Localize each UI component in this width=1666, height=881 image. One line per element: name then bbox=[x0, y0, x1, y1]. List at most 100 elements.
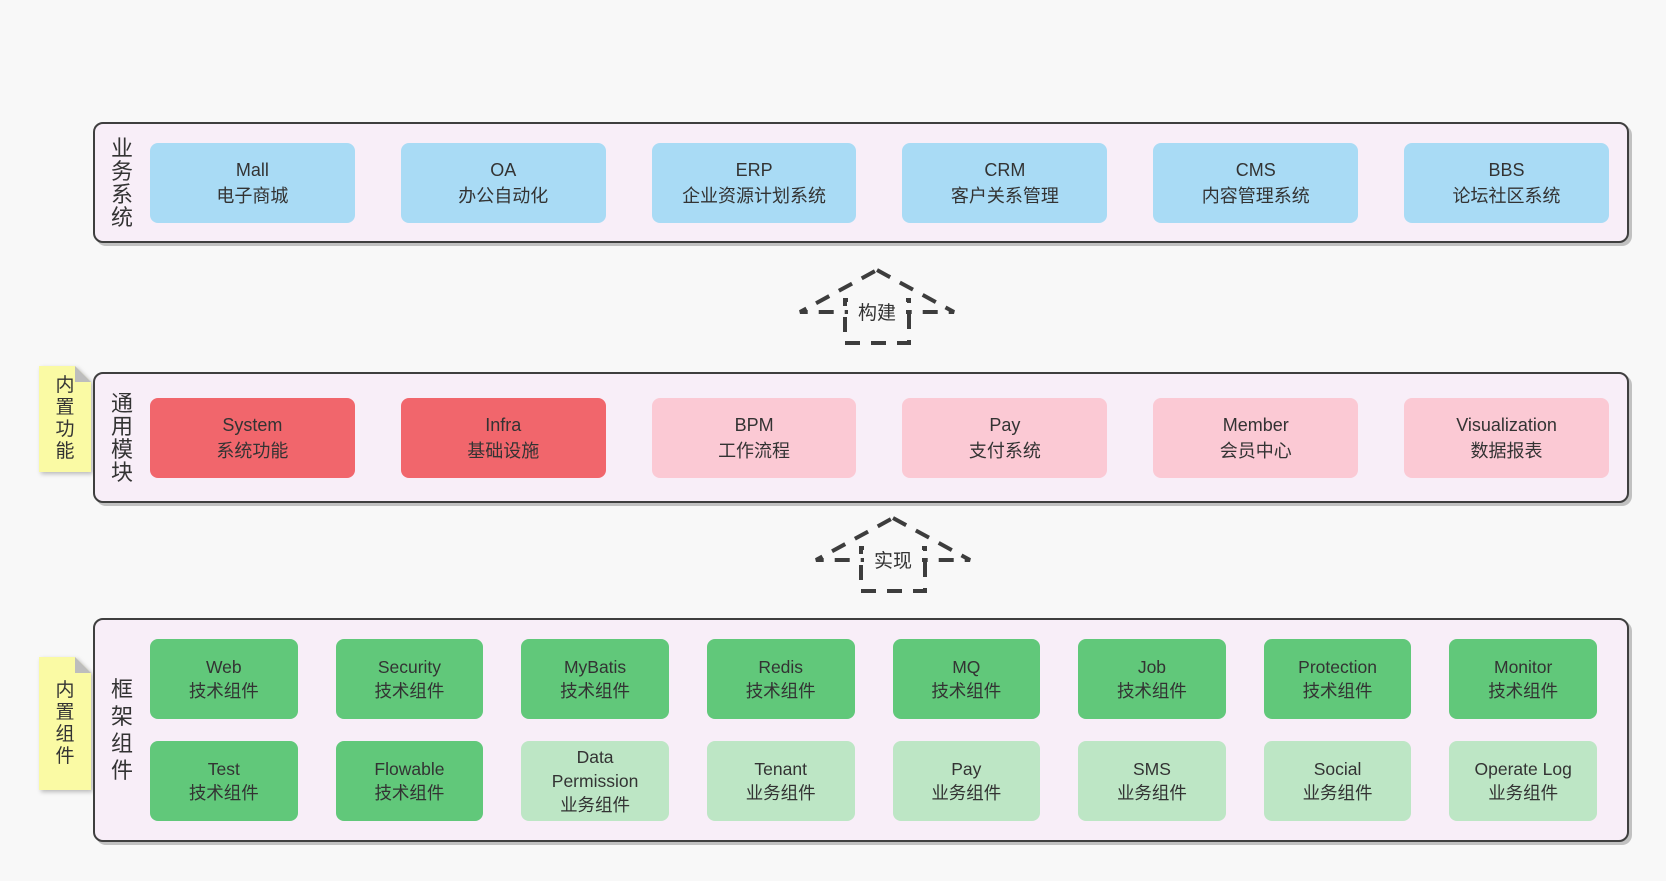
sticky-paper bbox=[39, 366, 91, 472]
panel-framework-components: 框架组件 Web 技术组件 Security 技术组件 MyBatis 技术组件… bbox=[93, 618, 1629, 842]
box-desc: 业务组件 bbox=[745, 783, 816, 803]
box-desc: 企业资源计划系统 bbox=[682, 185, 827, 206]
box-name: Test bbox=[207, 759, 240, 779]
box-social: Social 业务组件 bbox=[1263, 741, 1412, 821]
box-desc: 客户关系管理 bbox=[950, 185, 1059, 206]
box-desc: 业务组件 bbox=[1302, 783, 1373, 803]
build-arrow-up-icon: 构建 bbox=[799, 267, 955, 345]
sticky-paper bbox=[39, 657, 91, 790]
box-protection: Protection 技术组件 bbox=[1263, 639, 1412, 719]
box-desc: 技术组件 bbox=[1116, 681, 1187, 701]
box-desc: 电子商城 bbox=[216, 185, 289, 206]
box-name: Security bbox=[377, 657, 442, 677]
box-member: Member 会员中心 bbox=[1153, 397, 1359, 478]
panel-business-systems: 业务系统 Mall 电子商城 OA 办公自动化 ERP 企业资源计划系统 CRM… bbox=[93, 122, 1629, 243]
box-test: Test 技术组件 bbox=[150, 741, 298, 821]
box-infra: Infra 基础设施 bbox=[400, 397, 606, 478]
box-name: Social bbox=[1313, 759, 1362, 779]
box-desc: 基础设施 bbox=[467, 440, 540, 461]
box-monitor: Monitor 技术组件 bbox=[1449, 639, 1597, 719]
box-name: Pay bbox=[989, 414, 1021, 435]
box-pay-module: Pay 支付系统 bbox=[902, 397, 1108, 478]
build-arrow-label: 构建 bbox=[858, 302, 896, 324]
box-desc: 技术组件 bbox=[745, 681, 816, 701]
box-desc: 内容管理系统 bbox=[1201, 185, 1310, 206]
box-name: Data Permission bbox=[551, 747, 639, 791]
box-name: BBS bbox=[1488, 159, 1525, 180]
box-desc: 工作流程 bbox=[718, 440, 791, 461]
box-desc: 系统功能 bbox=[216, 440, 289, 461]
box-name: CMS bbox=[1235, 159, 1276, 180]
box-name: Tenant bbox=[754, 759, 807, 779]
box-system: System 系统功能 bbox=[150, 397, 355, 478]
sticky-text-wrap: 内置组件 bbox=[39, 657, 91, 790]
box-name: System bbox=[222, 414, 283, 435]
sticky-text-wrap: 内置功能 bbox=[39, 366, 91, 472]
implement-arrow-label: 实现 bbox=[874, 550, 912, 572]
component-row-2: Test 技术组件 Flowable 技术组件 Data Permission … bbox=[150, 741, 1597, 821]
box-desc: 业务组件 bbox=[931, 783, 1002, 803]
panel-business-label: 业务系统 bbox=[110, 135, 133, 230]
box-desc: 技术组件 bbox=[374, 681, 445, 701]
box-desc: 技术组件 bbox=[931, 681, 1002, 701]
box-name: MyBatis bbox=[563, 657, 627, 677]
box-name: Redis bbox=[758, 657, 804, 677]
box-name: OA bbox=[490, 159, 517, 180]
box-name: Infra bbox=[485, 414, 522, 435]
box-erp: ERP 企业资源计划系统 bbox=[651, 142, 857, 223]
box-data-permission: Data Permission 业务组件 bbox=[521, 741, 669, 821]
box-name: BPM bbox=[734, 414, 774, 435]
box-name: Member bbox=[1222, 414, 1289, 435]
box-name: MQ bbox=[952, 657, 981, 677]
sticky-label: 内置功能 bbox=[55, 375, 75, 462]
implement-arrow-up-icon: 实现 bbox=[815, 515, 971, 593]
box-desc: 技术组件 bbox=[560, 681, 631, 701]
box-name: Mall bbox=[235, 159, 269, 180]
box-desc: 数据报表 bbox=[1470, 440, 1543, 461]
box-mall: Mall 电子商城 bbox=[150, 142, 355, 223]
box-name: Operate Log bbox=[1474, 759, 1572, 779]
box-desc: 业务组件 bbox=[1116, 783, 1187, 803]
box-desc: 技术组件 bbox=[1302, 681, 1373, 701]
box-mq: MQ 技术组件 bbox=[892, 639, 1041, 719]
box-name: Job bbox=[1137, 657, 1167, 677]
panel-components-label: 框架组件 bbox=[110, 677, 133, 783]
box-desc: 技术组件 bbox=[188, 681, 259, 701]
box-name: ERP bbox=[735, 159, 773, 180]
box-desc: 论坛社区系统 bbox=[1452, 185, 1561, 206]
box-operate-log: Operate Log 业务组件 bbox=[1449, 741, 1597, 821]
panel-common-modules: 通用模块 System 系统功能 Infra 基础设施 BPM 工作流程 Pay… bbox=[93, 372, 1629, 503]
box-name: CRM bbox=[984, 159, 1026, 180]
box-name: Web bbox=[205, 657, 242, 677]
sticky-label: 内置组件 bbox=[55, 679, 75, 767]
box-visualization: Visualization 数据报表 bbox=[1404, 397, 1609, 478]
box-name: Pay bbox=[951, 759, 982, 779]
box-desc: 会员中心 bbox=[1219, 440, 1292, 461]
box-oa: OA 办公自动化 bbox=[400, 142, 606, 223]
box-web: Web 技术组件 bbox=[150, 639, 298, 719]
sticky-built-in-components: 内置组件 bbox=[39, 657, 91, 790]
component-grid: Web 技术组件 Security 技术组件 MyBatis 技术组件 Redi… bbox=[150, 639, 1597, 821]
box-desc: 业务组件 bbox=[560, 795, 631, 815]
box-desc: 技术组件 bbox=[374, 783, 445, 803]
box-bbs: BBS 论坛社区系统 bbox=[1404, 142, 1609, 223]
box-desc: 支付系统 bbox=[968, 440, 1041, 461]
box-name: Monitor bbox=[1494, 657, 1553, 677]
box-crm: CRM 客户关系管理 bbox=[902, 142, 1108, 223]
box-name: SMS bbox=[1132, 759, 1171, 779]
box-desc: 技术组件 bbox=[188, 783, 259, 803]
box-name: Flowable bbox=[374, 759, 445, 779]
box-name: Protection bbox=[1298, 657, 1377, 677]
box-desc: 办公自动化 bbox=[458, 185, 549, 206]
box-redis: Redis 技术组件 bbox=[706, 639, 855, 719]
panel-modules-label: 通用模块 bbox=[110, 390, 133, 485]
box-security: Security 技术组件 bbox=[335, 639, 484, 719]
box-sms: SMS 业务组件 bbox=[1078, 741, 1226, 821]
module-items: System 系统功能 Infra 基础设施 BPM 工作流程 Pay 支付系统… bbox=[150, 397, 1609, 478]
box-flowable: Flowable 技术组件 bbox=[335, 741, 484, 821]
box-pay-component: Pay 业务组件 bbox=[892, 741, 1041, 821]
box-bpm: BPM 工作流程 bbox=[651, 397, 857, 478]
box-desc: 技术组件 bbox=[1488, 681, 1559, 701]
box-cms: CMS 内容管理系统 bbox=[1153, 142, 1359, 223]
